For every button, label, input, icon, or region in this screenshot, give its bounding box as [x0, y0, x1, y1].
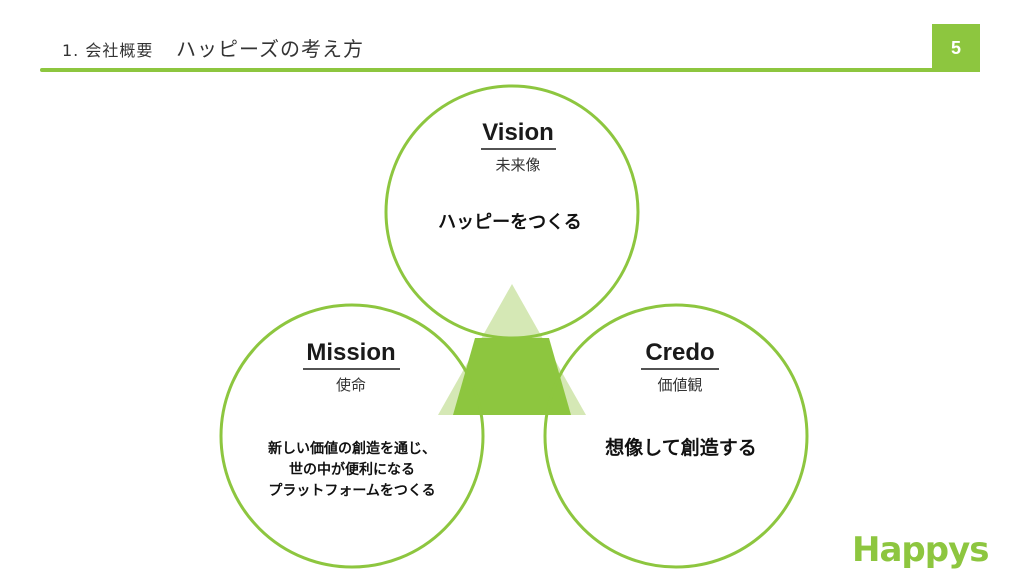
- mission-subtitle: 使命: [336, 376, 366, 394]
- mission-statement-line-3: プラットフォームをつくる: [268, 483, 435, 499]
- mission-statement-line-2: 世の中が便利になる: [289, 461, 415, 478]
- credo-circle: [543, 303, 809, 569]
- credo-statement: 想像して創造する: [605, 436, 756, 459]
- credo-title: Credo: [645, 339, 714, 366]
- mission-statement-line-1: 新しい価値の創造を通じ、: [268, 440, 436, 457]
- section-label: 1. 会社概要: [62, 41, 154, 60]
- happys-logo: Happys: [852, 530, 989, 570]
- vision-subtitle: 未来像: [495, 156, 540, 174]
- mission-circle: [219, 303, 485, 569]
- slide-header: 1. 会社概要 ハッピーズの考え方 5: [0, 0, 1024, 80]
- logo-text: Happys: [852, 530, 989, 570]
- page-number-badge: 5: [932, 24, 980, 72]
- credo-subtitle: 価値観: [657, 376, 702, 394]
- vision-circle: [384, 84, 640, 340]
- vision-title: Vision: [482, 119, 554, 146]
- page-title: ハッピーズの考え方: [176, 37, 364, 61]
- mission-title: Mission: [306, 339, 395, 366]
- vision-statement: ハッピーをつくる: [438, 212, 582, 233]
- center-triangle-dark: [453, 338, 571, 415]
- header-divider: [40, 68, 980, 72]
